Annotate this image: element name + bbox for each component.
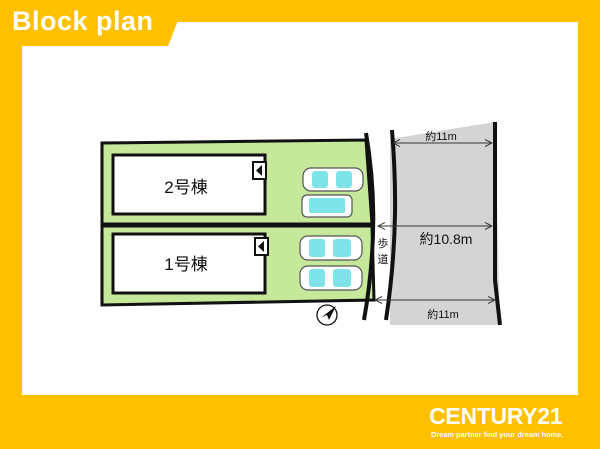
sidewalk-label: 歩道: [378, 236, 389, 266]
compass-icon: [316, 304, 338, 326]
car-icon: [299, 235, 363, 261]
brand-name: CENTURY21: [429, 403, 563, 429]
car-icon: [299, 265, 363, 291]
building-2-label: 2号棟: [164, 178, 207, 197]
dimension-bottom-label: 約11m: [427, 307, 459, 321]
sidewalk-edge-line: [384, 129, 398, 321]
sidewalk-edge-line: [362, 132, 376, 321]
car-icon: [301, 194, 353, 218]
century21-logo: [420, 403, 590, 443]
dimension-top-label: 約11m: [425, 129, 457, 143]
building-1-label: 1号棟: [164, 255, 207, 274]
car-icon: [302, 167, 364, 192]
entrance-icon: [252, 161, 267, 180]
dimension-middle-label: 約10.8m: [420, 231, 473, 247]
entrance-icon: [254, 237, 269, 256]
road-edge-line: [493, 122, 502, 326]
title-tab: [0, 0, 186, 46]
page-title: Block plan: [12, 6, 154, 36]
building-2: [111, 153, 267, 216]
road-area: [390, 122, 500, 325]
brand-tagline: Dream partner find your dream home.: [431, 430, 564, 439]
building-1: [111, 232, 267, 295]
